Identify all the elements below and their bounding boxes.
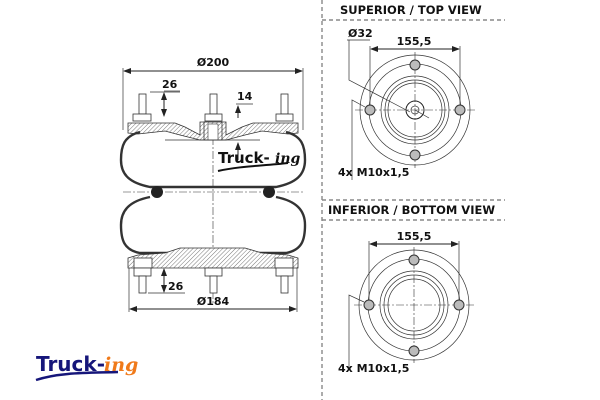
bottom-studs	[133, 267, 294, 294]
bellow-logo: Truck- ing	[217, 149, 300, 172]
port-diameter-label: Ø32	[348, 27, 373, 40]
brand-logo-suffix: ing	[104, 354, 138, 376]
bottom-diameter-label: Ø184	[197, 295, 230, 308]
dimension-top-stud-height: 26	[150, 78, 180, 117]
top-studs	[132, 93, 294, 122]
bottom-view-title: INFERIOR / BOTTOM VIEW	[328, 203, 495, 217]
top-stud-height-label: 26	[162, 78, 178, 91]
dimension-bottom-stud-height: 26	[148, 268, 185, 294]
bottom-plate	[127, 247, 299, 269]
bottom-view: INFERIOR / BOTTOM VIEW 155,5 4x M10x1,5	[328, 203, 495, 375]
dimension-bottom-diameter: Ø184	[128, 268, 298, 312]
bottom-bolt-spacing-label: 155,5	[397, 230, 432, 243]
top-plate	[127, 121, 299, 141]
brand-logo: Truck- ing	[35, 352, 138, 382]
top-diameter-label: Ø200	[197, 56, 230, 69]
view-dividers	[321, 0, 505, 400]
upper-bellow	[119, 130, 307, 189]
brand-logo-swoosh	[35, 370, 119, 382]
top-plate-label: 14	[237, 90, 253, 103]
top-view: SUPERIOR / TOP VIEW Ø32 155,5 4x M10x1,5	[338, 3, 482, 180]
dimension-top-plate: 14	[235, 90, 253, 160]
bottom-stud-height-label: 26	[168, 280, 184, 293]
bottom-bolt-label: 4x M10x1,5	[338, 362, 409, 375]
svg-text:Truck-: Truck-	[218, 149, 270, 167]
top-view-title: SUPERIOR / TOP VIEW	[340, 3, 482, 17]
bottom-bolt-holes	[363, 254, 465, 357]
top-bolt-holes	[364, 59, 466, 161]
side-view: Ø200 26 14	[119, 56, 307, 312]
top-bolt-spacing-label: 155,5	[397, 35, 432, 48]
top-bolt-label: 4x M10x1,5	[338, 166, 409, 179]
girdle-ring	[123, 186, 303, 198]
dimension-top-diameter: Ø200	[122, 56, 304, 130]
